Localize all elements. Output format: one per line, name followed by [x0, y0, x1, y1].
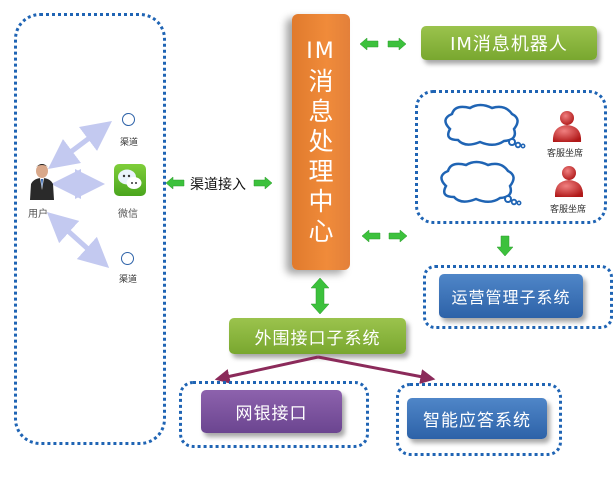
- user-icon: [30, 164, 54, 200]
- im-center-char: 理: [308, 157, 334, 186]
- ops-system-panel: [423, 265, 613, 329]
- user-label: 用户: [28, 209, 48, 220]
- im-robot-box: IM消息机器人: [421, 26, 597, 60]
- agent-label: 客服坐席: [550, 205, 587, 215]
- service-agents-panel: [415, 90, 607, 224]
- thought-cloud-icon: [440, 160, 522, 206]
- smart-answer-panel: [396, 383, 562, 456]
- smart-answer-label: 智能应答系统: [423, 411, 531, 431]
- arrow-up-down-icon: [310, 277, 330, 315]
- arrow-left-icon: [359, 37, 379, 51]
- im-robot-label: IM消息机器人: [450, 34, 568, 55]
- thought-cloud-icon: [444, 103, 526, 149]
- arrow-right-icon: [388, 229, 408, 243]
- arrow-user-channel-bottom: [46, 211, 110, 269]
- channel-access-label: 渠道接入: [190, 177, 246, 193]
- wechat-icon: [114, 164, 146, 196]
- arrow-down-icon: [496, 235, 514, 257]
- channel-top-label: 渠道: [120, 138, 139, 148]
- im-processing-center: IM 消 息 处 理 中 心: [292, 14, 350, 270]
- im-center-char: 息: [308, 97, 334, 126]
- peripheral-label: 外围接口子系统: [254, 328, 381, 349]
- channel-bottom-label: 渠道: [119, 275, 138, 285]
- im-center-line1: IM: [306, 39, 336, 64]
- im-center-char: 消: [308, 67, 334, 96]
- agent-icon: [554, 166, 584, 197]
- im-center-char: 心: [308, 217, 334, 246]
- arrow-to-netbank: [214, 355, 319, 384]
- arrow-left-icon: [361, 229, 381, 243]
- ops-system-label: 运营管理子系统: [451, 288, 571, 307]
- netbank-box: 网银接口: [201, 390, 342, 433]
- agent-icon: [552, 111, 582, 142]
- ops-system-box: 运营管理子系统: [439, 274, 583, 318]
- wechat-label: 微信: [118, 209, 138, 220]
- channel-circle-icon: [122, 113, 135, 126]
- arrow-left-icon: [165, 176, 185, 190]
- arrow-user-channel-top: [48, 121, 112, 169]
- user-channel-panel: [14, 13, 166, 445]
- arrow-to-smart-answer: [317, 355, 436, 384]
- agent-label: 客服坐席: [547, 149, 584, 159]
- channel-circle-icon: [121, 252, 134, 265]
- netbank-panel: [179, 381, 369, 448]
- netbank-label: 网银接口: [235, 404, 308, 424]
- im-center-char: 中: [308, 187, 334, 216]
- im-center-char: 处: [308, 127, 334, 156]
- arrow-right-icon: [253, 176, 273, 190]
- peripheral-interface-box: 外围接口子系统: [229, 318, 406, 354]
- smart-answer-box: 智能应答系统: [407, 398, 547, 439]
- arrow-right-icon: [387, 37, 407, 51]
